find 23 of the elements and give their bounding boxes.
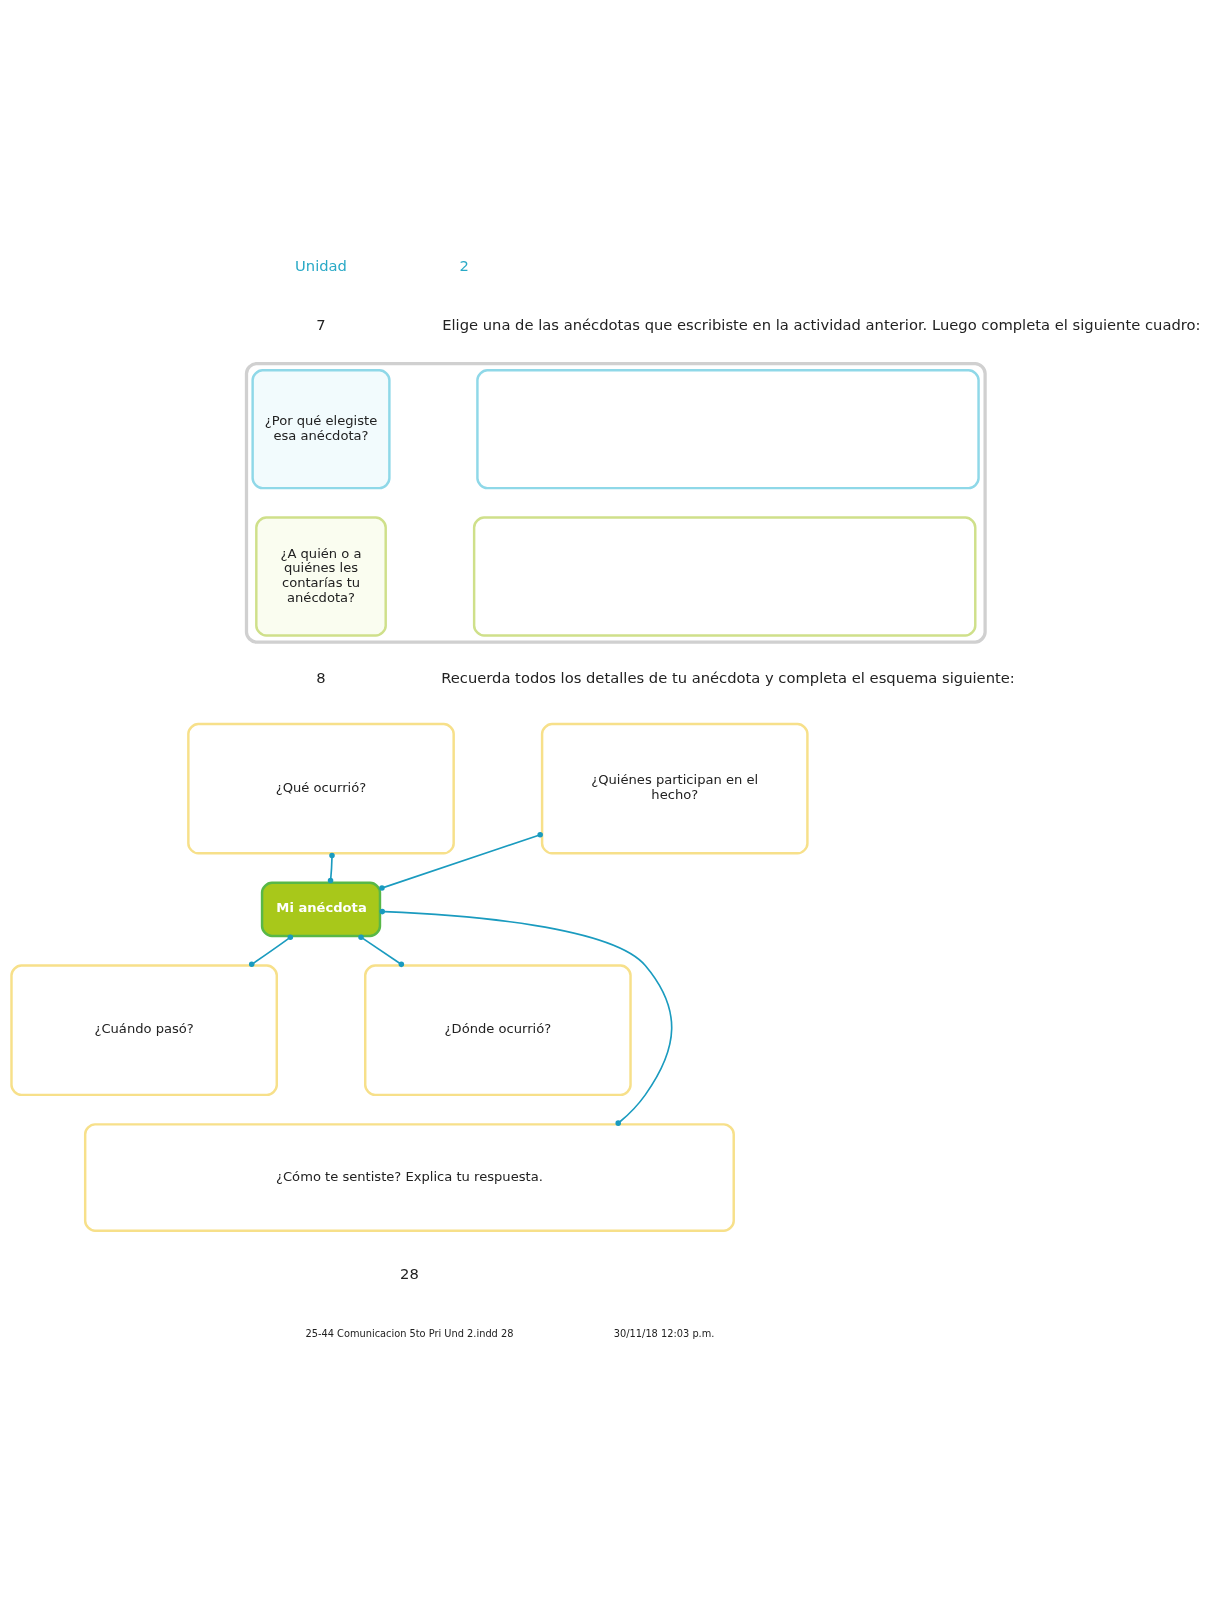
label: 2 bbox=[459, 256, 469, 274]
label: 7 bbox=[316, 315, 326, 333]
label: 8 bbox=[316, 668, 326, 686]
label: Unidad bbox=[295, 256, 347, 274]
node-box: Mi anécdota bbox=[260, 881, 382, 937]
connector bbox=[379, 831, 543, 891]
connector bbox=[248, 933, 294, 967]
connector bbox=[379, 908, 673, 1126]
label: Elige una de las anécdotas que escribiste en la actividad anterior. Luego completa el siguiente cuadro: bbox=[442, 315, 1201, 333]
node-box: ¿Qué ocurrió? bbox=[187, 722, 455, 855]
label: 28 bbox=[400, 1264, 419, 1282]
node-box bbox=[476, 368, 980, 489]
label: Recuerda todos los detalles de tu anécdota y completa el esquema siguiente: bbox=[441, 668, 1015, 686]
connector bbox=[327, 852, 335, 883]
label: 25-44 Comunicacion 5to Pri Und 2.indd 28 bbox=[305, 1327, 514, 1339]
node-box: ¿Quiénes participan en el hecho? bbox=[540, 722, 809, 855]
node-box: ¿A quién o a quiénes les contarías tu anécdota? bbox=[255, 515, 387, 637]
node-box: ¿Cómo te sentiste? Explica tu respuesta. bbox=[83, 1122, 735, 1232]
connector bbox=[358, 933, 405, 967]
node-box bbox=[472, 515, 977, 637]
label: 30/11/18 12:03 p.m. bbox=[613, 1327, 715, 1339]
node-box: ¿Por qué elegiste esa anécdota? bbox=[251, 368, 391, 489]
cluster bbox=[244, 361, 987, 644]
